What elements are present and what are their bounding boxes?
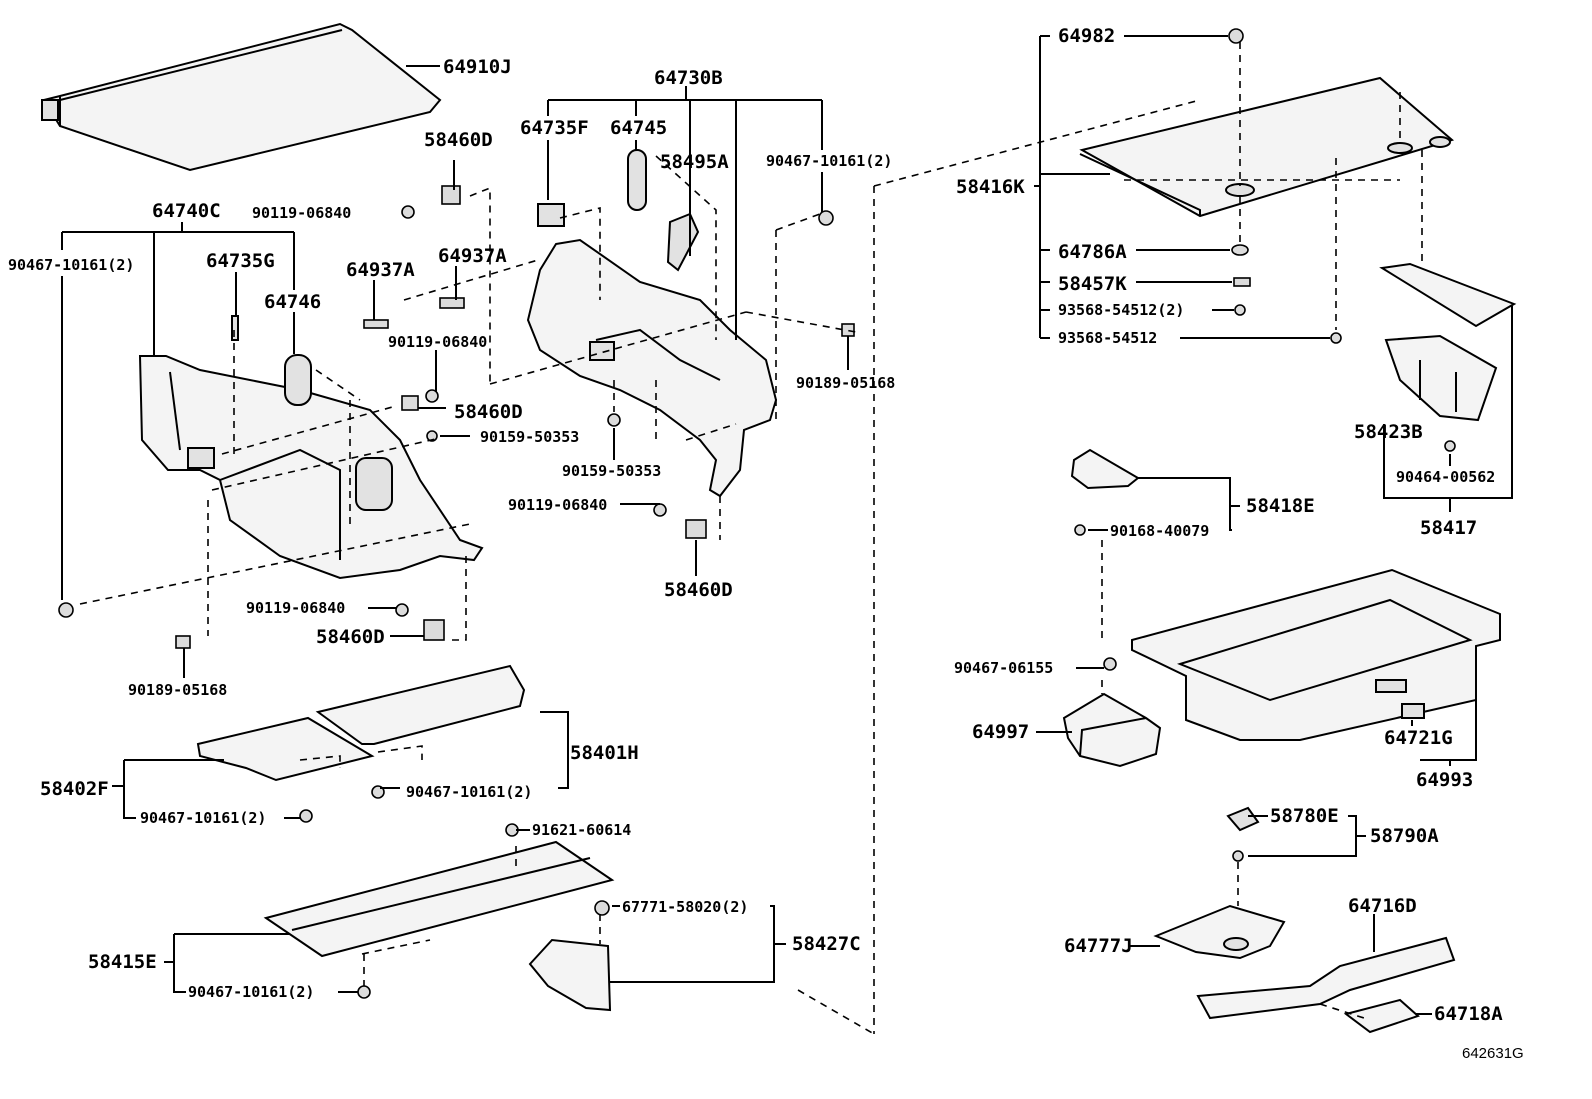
dashed-alignment-lines bbox=[79, 42, 1423, 1035]
deck-board-part bbox=[1079, 76, 1455, 218]
label-64721G: 64721G bbox=[1384, 727, 1453, 749]
floor-mats-part bbox=[196, 664, 526, 782]
fasteners bbox=[58, 28, 1456, 999]
label-64937A-a: 64937A bbox=[346, 259, 415, 281]
label-58460D-b: 58460D bbox=[454, 401, 523, 423]
label-90119-06840-d: 90119-06840 bbox=[246, 599, 345, 617]
label-91621-60614: 91621-60614 bbox=[532, 821, 631, 839]
label-58423B: 58423B bbox=[1354, 421, 1423, 443]
box-64997-part bbox=[1062, 692, 1162, 768]
label-64718A: 64718A bbox=[1434, 1003, 1503, 1025]
label-64910J: 64910J bbox=[443, 56, 512, 78]
label-58460D-a: 58460D bbox=[424, 129, 493, 151]
label-90119-06840-c: 90119-06840 bbox=[508, 496, 607, 514]
label-58780E: 58780E bbox=[1270, 805, 1339, 827]
label-90464-00562: 90464-00562 bbox=[1396, 468, 1495, 486]
label-58495A: 58495A bbox=[660, 151, 729, 173]
label-58417: 58417 bbox=[1420, 517, 1477, 539]
right-side-trim-part bbox=[526, 212, 778, 498]
label-58427C: 58427C bbox=[792, 933, 861, 955]
label-90189-05168-b: 90189-05168 bbox=[128, 681, 227, 699]
rear-parts-part bbox=[1153, 806, 1456, 1034]
diagram-id: 642631G bbox=[1462, 1045, 1524, 1062]
label-58790A: 58790A bbox=[1370, 825, 1439, 847]
label-90119-06840-b: 90119-06840 bbox=[388, 333, 487, 351]
spare-tire-support-part bbox=[1379, 262, 1517, 422]
label-58418E: 58418E bbox=[1246, 495, 1315, 517]
label-58415E: 58415E bbox=[88, 951, 157, 973]
label-58402F: 58402F bbox=[40, 778, 109, 800]
label-90119-06840-a: 90119-06840 bbox=[252, 204, 351, 222]
label-90159-50353-a: 90159-50353 bbox=[480, 428, 579, 446]
label-58401H: 58401H bbox=[570, 742, 639, 764]
label-64740C: 64740C bbox=[152, 200, 221, 222]
label-64735F: 64735F bbox=[520, 117, 589, 139]
label-64746: 64746 bbox=[264, 291, 321, 313]
scuff-plate-part bbox=[263, 840, 615, 958]
label-58457K: 58457K bbox=[1058, 273, 1127, 295]
label-64786A: 64786A bbox=[1058, 241, 1127, 263]
label-90467-10161-c: 90467-10161(2) bbox=[406, 783, 532, 801]
luggage-tray-part bbox=[1131, 568, 1501, 741]
label-64777J: 64777J bbox=[1064, 935, 1133, 957]
label-64982: 64982 bbox=[1058, 25, 1115, 47]
trim-pads bbox=[231, 149, 647, 406]
label-90467-10161-d: 90467-10161(2) bbox=[140, 809, 266, 827]
label-64997: 64997 bbox=[972, 721, 1029, 743]
label-90467-06155: 90467-06155 bbox=[954, 659, 1053, 677]
label-64993: 64993 bbox=[1416, 769, 1473, 791]
label-90467-10161-a: 90467-10161(2) bbox=[766, 152, 892, 170]
label-90467-10161-b: 90467-10161(2) bbox=[8, 256, 134, 274]
label-64937A-b: 64937A bbox=[438, 245, 507, 267]
label-64716D: 64716D bbox=[1348, 895, 1417, 917]
label-93568-54512-b: 93568-54512 bbox=[1058, 329, 1157, 347]
label-90189-05168-a: 90189-05168 bbox=[796, 374, 895, 392]
label-67771-58020: 67771-58020(2) bbox=[622, 898, 748, 916]
bracket-58418E-part bbox=[1070, 448, 1140, 490]
bracket-58427C-part bbox=[528, 938, 612, 1012]
part-labels: 64910J 64730B 64735F 64745 58495A 58460D… bbox=[8, 25, 1524, 1062]
label-64730B: 64730B bbox=[654, 67, 723, 89]
label-90467-10161-e: 90467-10161(2) bbox=[188, 983, 314, 1001]
label-93568-54512-a: 93568-54512(2) bbox=[1058, 301, 1184, 319]
label-64745: 64745 bbox=[610, 117, 667, 139]
label-58460D-c: 58460D bbox=[664, 579, 733, 601]
label-90159-50353-b: 90159-50353 bbox=[562, 462, 661, 480]
label-90168-40079: 90168-40079 bbox=[1110, 522, 1209, 540]
leader-lines bbox=[61, 35, 1513, 1015]
label-58460D-d: 58460D bbox=[316, 626, 385, 648]
label-64735G: 64735G bbox=[206, 250, 275, 272]
tonneau-cover-part bbox=[41, 22, 442, 172]
label-58416K: 58416K bbox=[956, 176, 1025, 198]
